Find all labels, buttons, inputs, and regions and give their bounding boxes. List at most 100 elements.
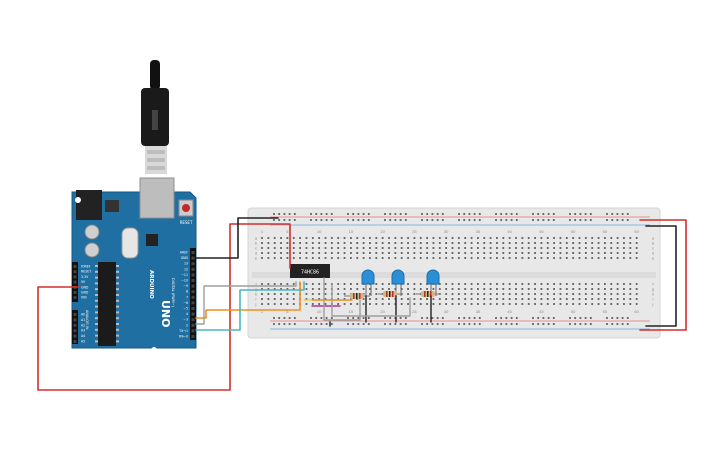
usb-cable-cord <box>150 60 160 90</box>
digital-pin-label: ~5 <box>183 307 188 311</box>
digital-pin-label: ~9 <box>183 284 188 288</box>
column-number: 40 <box>507 309 512 314</box>
capacitor <box>84 242 100 258</box>
analog-pin-label: A3 <box>81 329 85 333</box>
digital-pin-label: GND <box>181 256 189 260</box>
reset-label: RESET <box>180 220 193 225</box>
column-number: 10 <box>317 229 322 234</box>
column-number: 45 <box>539 309 544 314</box>
row-letter: d <box>255 250 257 255</box>
column-number: 60 <box>634 229 639 234</box>
column-number: 5 <box>286 229 289 234</box>
digital-pin-label: ~10 <box>181 279 188 283</box>
column-number: 50 <box>571 309 576 314</box>
digital-pin-label: TX→1 <box>178 329 188 333</box>
breadboard[interactable]: 1155101015152020252530303535404045455050… <box>247 207 661 339</box>
row-letter: f <box>255 281 257 286</box>
row-letter: b <box>255 240 258 245</box>
row-letter: j <box>652 301 654 306</box>
column-number: 45 <box>539 229 544 234</box>
capacitor <box>84 224 100 240</box>
led-body <box>426 269 440 285</box>
power-jack <box>76 190 102 220</box>
column-number: 35 <box>476 229 481 234</box>
resistor-3[interactable] <box>416 291 440 297</box>
wire-pin2-teal[interactable] <box>195 281 305 331</box>
resistor-2[interactable] <box>378 291 402 297</box>
column-number: 30 <box>444 229 449 234</box>
analog-header-label: ANALOG IN <box>85 310 89 330</box>
row-letter: j <box>255 301 257 306</box>
column-number: 1 <box>261 309 264 314</box>
reset-button-cap[interactable] <box>182 204 190 212</box>
analog-pin-label: A1 <box>81 318 85 322</box>
wires <box>37 217 687 391</box>
wire-gnd-black[interactable] <box>195 217 279 259</box>
digital-pin-label: 4 <box>186 312 188 316</box>
power-pin-label: GND <box>81 285 89 289</box>
analog-pin-label: A4 <box>81 334 85 338</box>
analog-pin-label: A2 <box>81 323 85 327</box>
column-number: 15 <box>349 229 354 234</box>
row-letter: b <box>652 240 655 245</box>
wire-rail-gnd-black[interactable] <box>645 225 677 327</box>
xor-chip-74hc86[interactable]: 74HC86 <box>290 264 330 278</box>
usb-port <box>139 177 175 219</box>
digital-pin-label: AREF <box>180 251 188 255</box>
arduino-board[interactable]: RESET UNO ARDUINO DIGITAL (PWM~) ANALOG … <box>71 177 197 353</box>
analog-pin-label: A5 <box>81 340 85 344</box>
wire-pin3-orange[interactable] <box>195 281 301 319</box>
column-number: 55 <box>603 309 608 314</box>
digital-pin-label: 13 <box>184 262 188 266</box>
row-letter: e <box>255 255 258 260</box>
wire-5v-red[interactable] <box>37 223 291 391</box>
row-letter: g <box>652 286 654 291</box>
power-pin-label: IOREF <box>81 265 91 269</box>
row-letter: e <box>652 255 655 260</box>
column-number: 5 <box>286 309 289 314</box>
led-body <box>361 269 375 285</box>
row-letter: g <box>255 286 257 291</box>
wire-gray-led2[interactable] <box>331 283 411 317</box>
row-letter: c <box>652 245 654 250</box>
wire-pin4-gray[interactable] <box>195 281 297 325</box>
column-number: 20 <box>380 229 385 234</box>
power-pin-label: 5V <box>81 280 86 284</box>
column-number: 30 <box>444 309 449 314</box>
column-number: 10 <box>317 309 322 314</box>
column-number: 40 <box>507 229 512 234</box>
row-letter: c <box>255 245 257 250</box>
column-number: 35 <box>476 309 481 314</box>
wire-gray-led1[interactable] <box>323 277 361 321</box>
digital-pin-label: ~3 <box>183 318 188 322</box>
wire-rail-power-red[interactable] <box>639 219 687 331</box>
column-number: 25 <box>412 229 417 234</box>
analog-pin-label: A0 <box>81 313 85 317</box>
digital-header-label: DIGITAL (PWM~) <box>171 278 175 308</box>
row-letter: a <box>652 235 655 240</box>
row-letter: a <box>255 235 258 240</box>
digital-pin-label: ~11 <box>181 273 188 277</box>
column-number: 20 <box>380 309 385 314</box>
arduino-model-label: UNO <box>159 300 172 328</box>
chip-label: 74HC86 <box>301 270 319 276</box>
digital-pin-label: 8 <box>186 290 188 294</box>
led-3[interactable] <box>426 269 440 296</box>
atmega-chip <box>98 262 116 346</box>
row-letter: i <box>256 296 257 301</box>
row-letter: h <box>652 291 654 296</box>
row-letter: f <box>652 281 654 286</box>
row-letter: i <box>653 296 654 301</box>
column-number: 25 <box>412 309 417 314</box>
digital-pin-label: ~6 <box>183 301 188 305</box>
digital-pin-label: 2 <box>186 323 188 327</box>
usb-cable[interactable] <box>141 60 169 174</box>
column-number: 55 <box>603 229 608 234</box>
led-1[interactable] <box>361 269 375 296</box>
led-2[interactable] <box>391 269 405 296</box>
column-number: 60 <box>634 309 639 314</box>
